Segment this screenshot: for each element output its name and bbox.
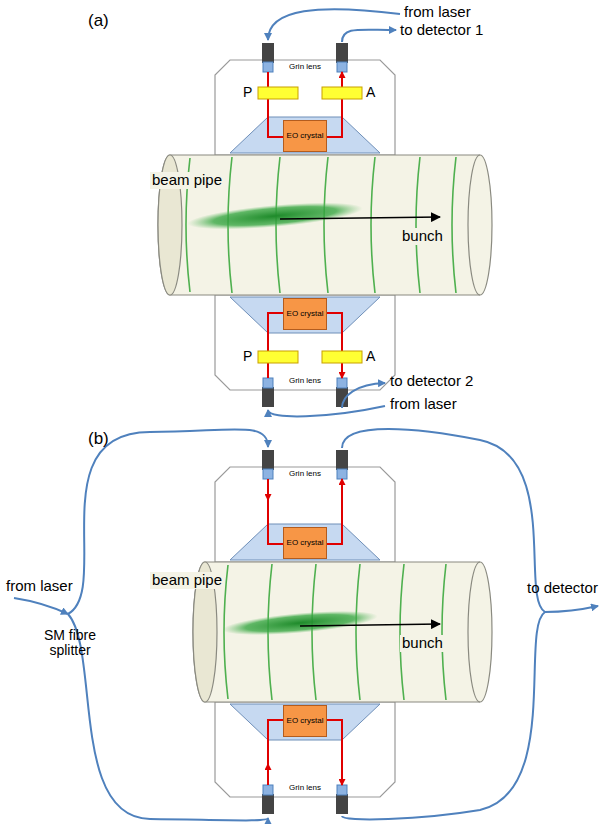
label-text: from laser xyxy=(6,578,73,595)
label-text: bunch xyxy=(400,228,445,245)
label-text: Grin lens xyxy=(287,470,323,479)
eo-crystal: EO crystal xyxy=(283,527,327,559)
label-text: Grin lens xyxy=(287,784,323,793)
eo-crystal: EO crystal xyxy=(283,298,327,330)
label-text: P xyxy=(243,85,252,100)
label-text: Grin lens xyxy=(287,377,323,386)
label-text: from laser xyxy=(390,396,457,413)
label-text: Grin lens xyxy=(287,63,323,72)
label-text: P xyxy=(243,349,252,364)
crystal-label: EO crystal xyxy=(287,310,324,318)
label-text: SM fibre splitter xyxy=(38,628,102,659)
crystal-label: EO crystal xyxy=(287,717,324,725)
label-text: from laser xyxy=(404,4,471,21)
label-text: (a) xyxy=(88,12,109,31)
crystal-label: EO crystal xyxy=(287,132,324,140)
label-text: A xyxy=(366,349,375,364)
label-text: bunch xyxy=(400,635,445,652)
label-text: to detector 2 xyxy=(390,373,473,390)
label-text: to detector xyxy=(527,580,598,597)
eo-crystal: EO crystal xyxy=(283,705,327,737)
eo-crystal: EO crystal xyxy=(283,120,327,152)
label-text: beam pipe xyxy=(150,172,224,189)
label-text: to detector 1 xyxy=(400,22,483,39)
crystal-label: EO crystal xyxy=(287,539,324,547)
label-text: beam pipe xyxy=(150,572,224,589)
label-text: A xyxy=(366,85,375,100)
label-text: (b) xyxy=(88,430,109,449)
